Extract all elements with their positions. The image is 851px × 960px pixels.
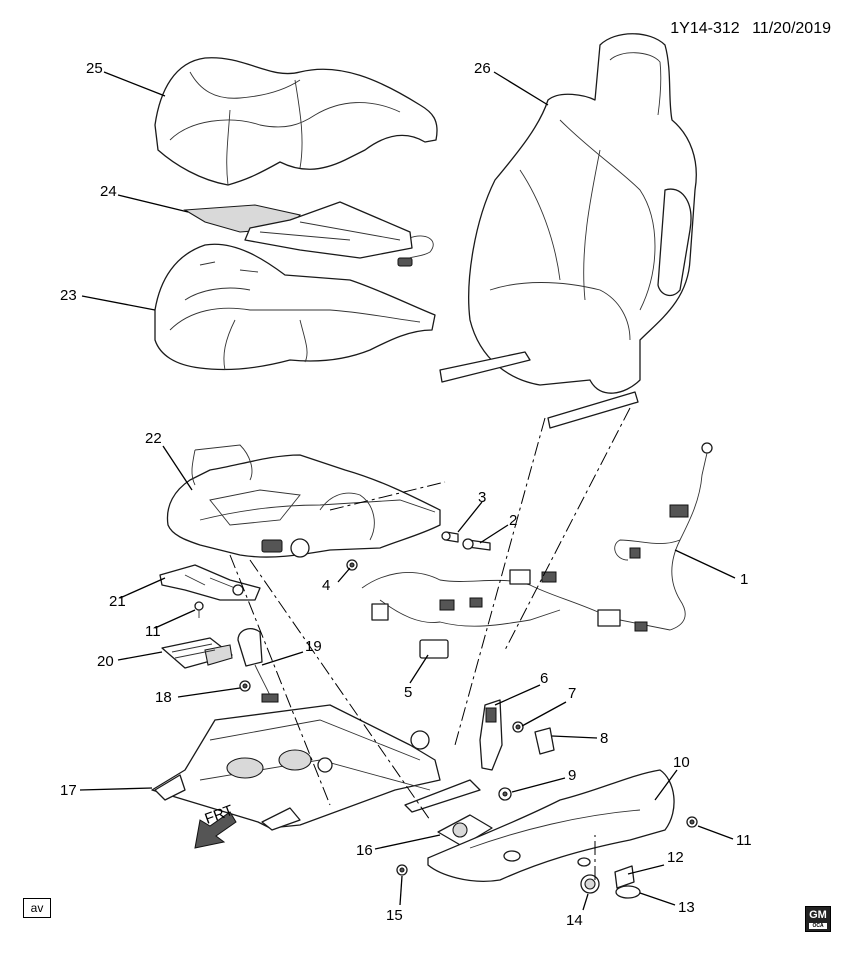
callout-25: 25 xyxy=(86,60,103,77)
seat-adjuster-switch xyxy=(437,814,493,847)
fastener-pin xyxy=(346,559,358,571)
shield-screw xyxy=(396,864,408,876)
seat-heater-mat xyxy=(183,201,434,267)
callout-1: 1 xyxy=(740,571,748,588)
callout-12: 12 xyxy=(667,849,684,866)
actuator-clip xyxy=(512,721,524,733)
seat-lumbar-actuator xyxy=(479,699,503,771)
callout-5: 5 xyxy=(404,684,412,701)
gm-logo-text: GM xyxy=(809,909,827,921)
fastener-bolt xyxy=(462,538,491,551)
view-code-box: av xyxy=(23,898,51,918)
seat-side-shield xyxy=(427,769,675,882)
seat-belt-buckle xyxy=(237,628,279,703)
diagram-code: 1Y14-312 xyxy=(670,20,740,37)
callout-8: 8 xyxy=(600,730,608,747)
callout-13: 13 xyxy=(678,899,695,916)
callout-10: 10 xyxy=(673,754,690,771)
assembly-phantom-lines xyxy=(229,407,631,880)
seat-cushion-cover xyxy=(154,57,438,186)
callout-22: 22 xyxy=(145,430,162,447)
callout-3: 3 xyxy=(478,489,486,506)
seat-control-module xyxy=(161,637,233,669)
buckle-bolt xyxy=(239,680,251,692)
actuator-cover-cap xyxy=(534,727,555,755)
seat-adjuster-track xyxy=(151,704,441,831)
callout-6: 6 xyxy=(540,670,548,687)
callout-11-upper: 11 xyxy=(145,623,161,640)
adjuster-bolt xyxy=(498,787,512,801)
callout-17: 17 xyxy=(60,782,77,799)
diagram-header: 1Y14-312 11/20/2019 xyxy=(662,20,831,38)
callout-7: 7 xyxy=(568,685,576,702)
fastener-nut xyxy=(441,531,459,543)
seat-cushion-pad xyxy=(154,243,436,371)
callout-23: 23 xyxy=(60,287,77,304)
callout-14: 14 xyxy=(566,912,583,929)
bracket-bolt xyxy=(194,601,204,618)
shield-cap xyxy=(615,885,641,899)
callout-labels: 1 2 3 4 5 6 7 8 9 10 11 11 12 13 14 15 1… xyxy=(60,60,752,929)
callout-26: 26 xyxy=(474,60,491,77)
shield-bolt xyxy=(686,816,698,828)
gm-logo-sub: OCA xyxy=(809,923,827,929)
seat-wiring-harness-upper xyxy=(597,442,713,632)
diagram-date: 11/20/2019 xyxy=(752,20,831,37)
gm-logo: GM OCA xyxy=(805,906,831,932)
callout-leaders xyxy=(79,71,736,911)
shield-bezel xyxy=(614,865,635,889)
callout-4: 4 xyxy=(322,577,330,594)
callout-11-lower: 11 xyxy=(736,832,752,849)
callout-24: 24 xyxy=(100,183,117,200)
callout-18: 18 xyxy=(155,689,172,706)
callout-9: 9 xyxy=(568,767,576,784)
callout-2: 2 xyxy=(509,512,517,529)
callout-21: 21 xyxy=(109,593,126,610)
adjuster-lever xyxy=(404,779,481,813)
adjuster-knob xyxy=(580,874,600,894)
callout-16: 16 xyxy=(356,842,373,859)
front-direction-arrow: FRT xyxy=(194,802,237,849)
seat-back-assembly xyxy=(439,33,697,429)
seat-frame xyxy=(166,444,441,558)
callout-20: 20 xyxy=(97,653,114,670)
callout-19: 19 xyxy=(305,638,322,655)
seat-control-bracket xyxy=(159,564,261,601)
seat-wiring-harness-lower xyxy=(361,569,599,659)
callout-15: 15 xyxy=(386,907,403,924)
